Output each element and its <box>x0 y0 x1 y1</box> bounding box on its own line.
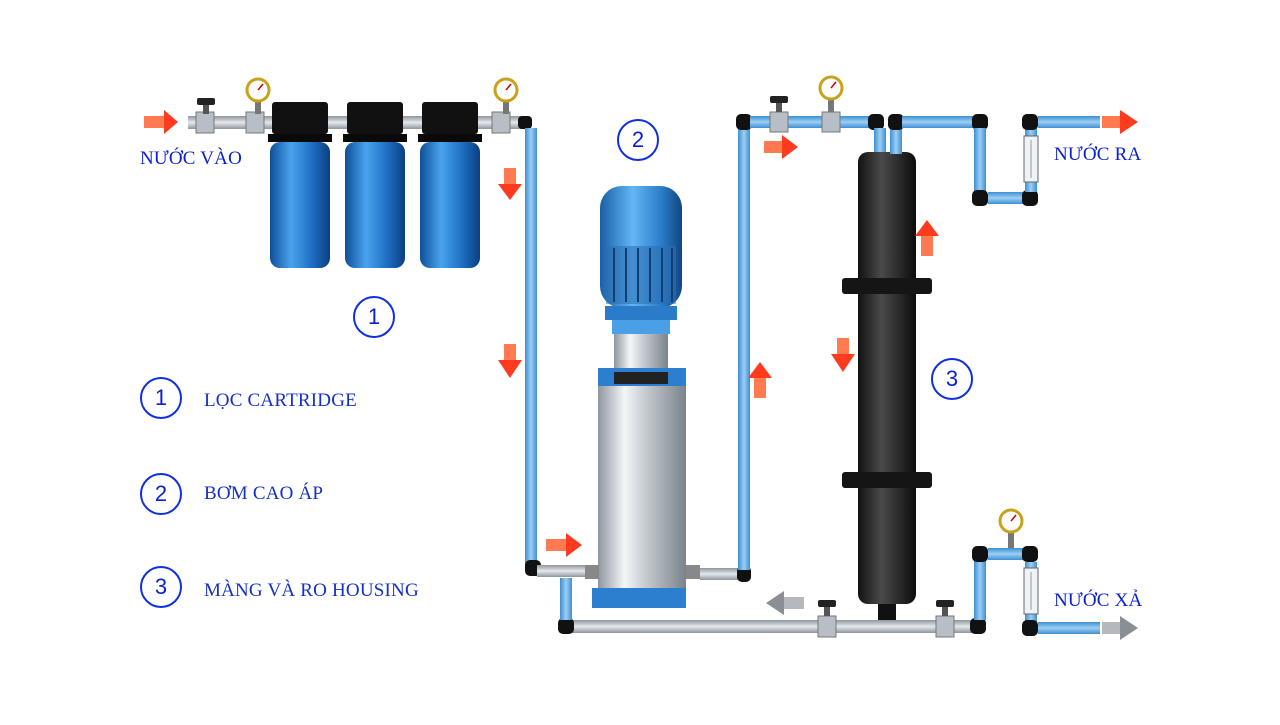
flow-arrow-up-pump-out <box>748 362 772 398</box>
pipe-product-out <box>888 114 1100 206</box>
label-water-in: NƯỚC VÀO <box>140 148 243 169</box>
flow-arrow-down-2 <box>498 344 522 378</box>
legend-num-1: 1 <box>140 377 182 419</box>
flow-arrow-membrane-up <box>915 220 939 256</box>
legend-text-1: LỌC CARTRIDGE <box>204 390 357 411</box>
ro-membrane-housing <box>842 152 932 632</box>
pressure-gauge-inlet <box>245 77 271 114</box>
pipe-filter-to-pump <box>525 128 599 577</box>
cartridge-filter-3 <box>418 102 482 268</box>
legend-num-2: 2 <box>140 473 182 515</box>
flow-arrow-pump-in <box>546 533 582 557</box>
flow-arrow-reject-return <box>766 591 804 615</box>
legend-text-2: BƠM CAO ÁP <box>204 483 324 504</box>
label-water-out: NƯỚC RA <box>1054 144 1142 165</box>
flowmeter-product <box>1023 135 1039 183</box>
pressure-gauge-filter-out <box>493 77 519 114</box>
high-pressure-pump <box>585 186 700 608</box>
label-water-waste: NƯỚC XẢ <box>1054 590 1143 611</box>
pipe-reject-out <box>558 546 1100 638</box>
cartridge-filter-1 <box>268 102 332 268</box>
pressure-gauge-reject <box>998 508 1024 548</box>
flow-arrow-to-membrane <box>764 135 798 159</box>
cartridge-filter-2 <box>343 102 407 268</box>
flowmeter-reject <box>1023 567 1039 615</box>
marker-cartridge: 1 <box>353 296 395 338</box>
flow-arrow-product-out <box>1102 110 1138 134</box>
legend-text-3: MÀNG VÀ RO HOUSING <box>204 580 419 601</box>
legend-num-3: 3 <box>140 566 182 608</box>
marker-membrane: 3 <box>931 358 973 400</box>
reject-valve-2 <box>936 600 954 616</box>
pump-outlet-valve <box>770 96 788 112</box>
flow-arrow-membrane-down <box>831 338 855 372</box>
pipe-pump-to-membrane <box>700 111 886 582</box>
inlet-valve <box>197 98 215 114</box>
flow-arrow-down-1 <box>498 168 522 200</box>
flow-arrow-inlet <box>144 110 178 134</box>
flow-arrow-reject-out <box>1102 616 1138 640</box>
reject-valve-1 <box>818 600 836 616</box>
pressure-gauge-pump-out <box>818 75 844 112</box>
marker-pump: 2 <box>617 119 659 161</box>
